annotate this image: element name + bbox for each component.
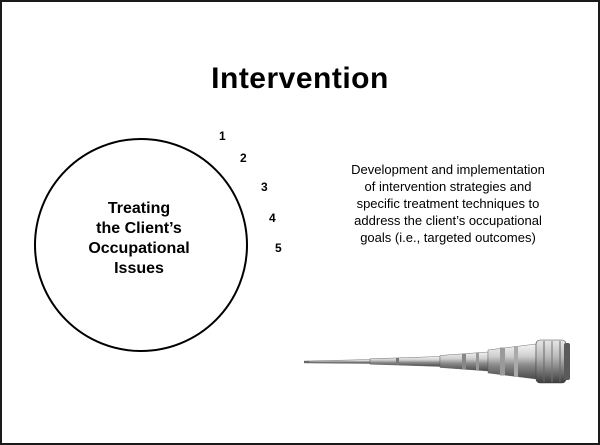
slide-title: Intervention: [211, 62, 389, 95]
circle-line-3: Occupational: [88, 240, 190, 257]
step-number-5: 5: [275, 241, 282, 255]
telescoping-tool-icon: [304, 339, 570, 384]
step-number-3: 3: [261, 180, 268, 194]
circle-line-4: Issues: [114, 260, 164, 277]
description-line-3: specific treatment techniques to: [356, 196, 540, 211]
description-line-5: goals (i.e., targeted outcomes): [360, 230, 536, 245]
circle-label: Treating the Client’s Occupational Issue…: [56, 199, 222, 279]
focus-circle: [34, 138, 248, 352]
circle-line-1: Treating: [107, 200, 171, 217]
step-number-2: 2: [240, 151, 247, 165]
step-number-4: 4: [269, 211, 276, 225]
description-line-2: of intervention strategies and: [364, 179, 532, 194]
circle-line-2: the Client’s: [96, 220, 182, 237]
step-number-1: 1: [219, 129, 226, 143]
description-line-1: Development and implementation: [351, 162, 545, 177]
description-text: Development and implementation of interv…: [310, 161, 586, 246]
description-line-4: address the client’s occupational: [354, 213, 542, 228]
